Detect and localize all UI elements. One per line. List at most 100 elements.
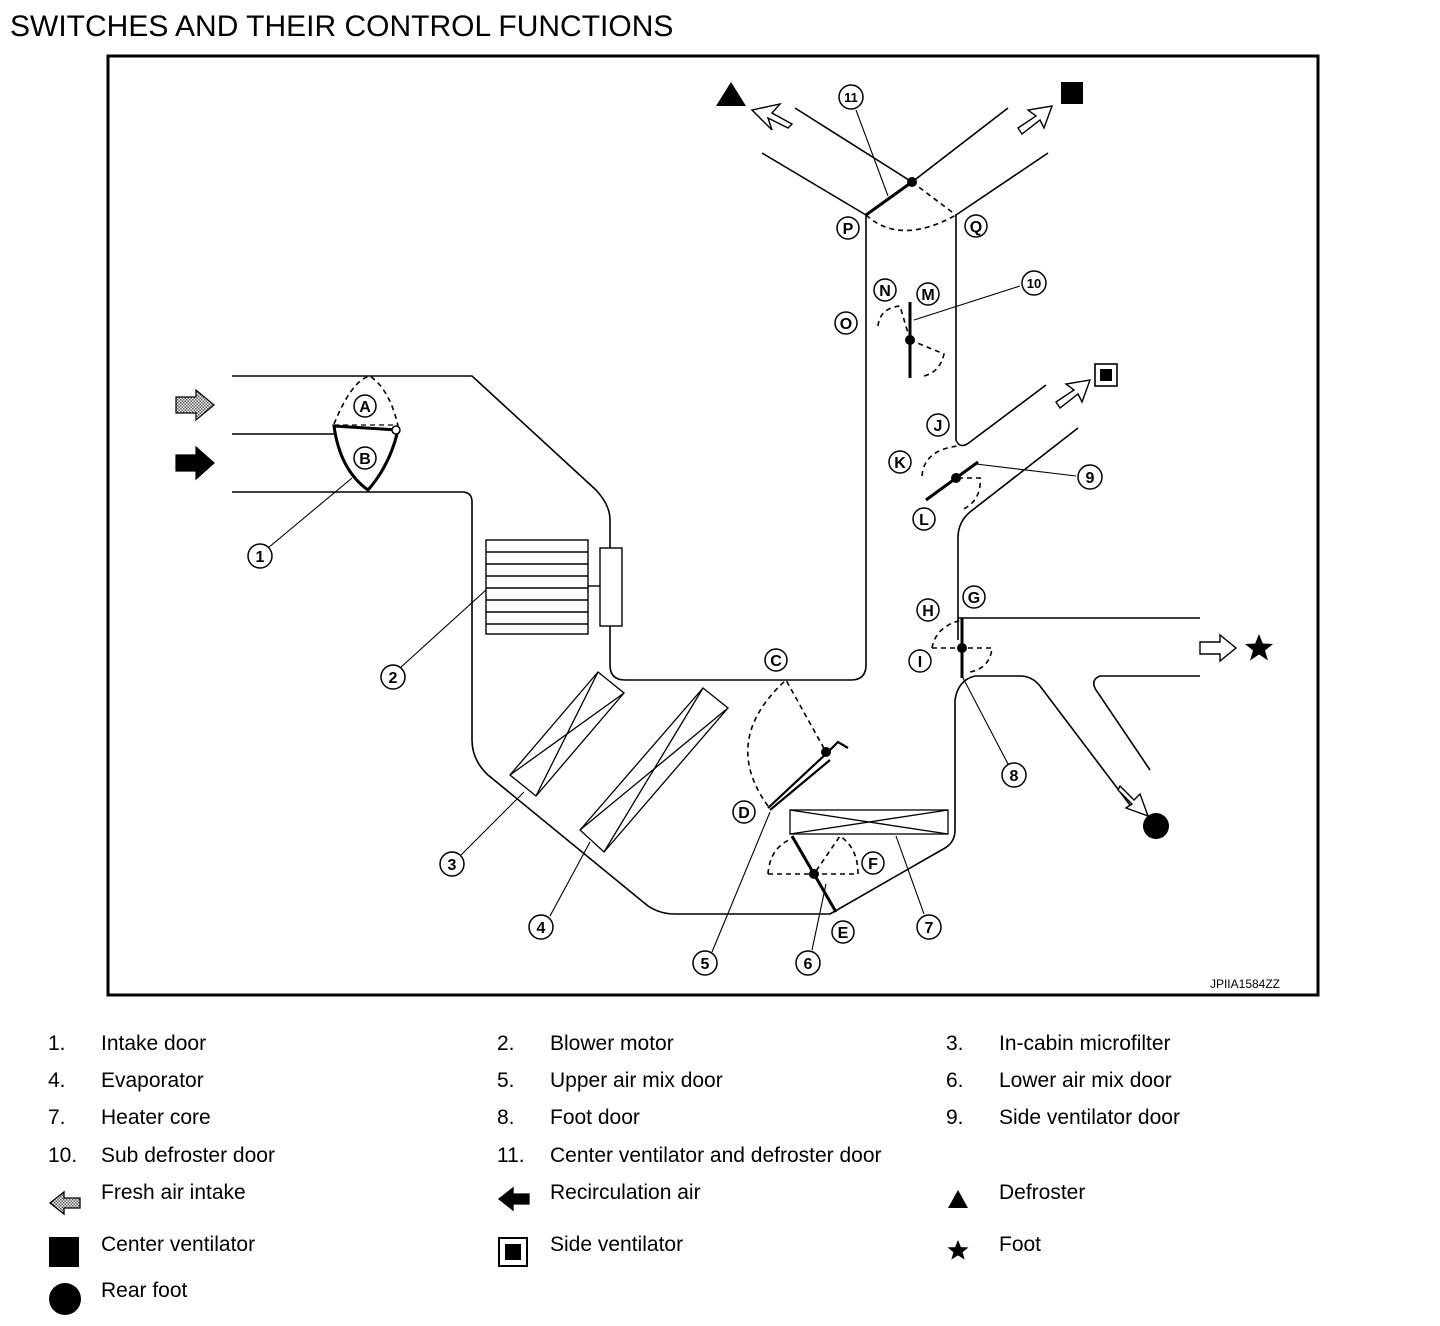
callout-9: 9 (1077, 464, 1103, 490)
page-title: SWITCHES AND THEIR CONTROL FUNCTIONS (10, 10, 674, 43)
intake-door (332, 375, 401, 493)
svg-text:I: I (918, 654, 922, 671)
door-position-p: P (836, 216, 860, 240)
legend-symbol-label: Defroster (999, 1181, 1086, 1204)
legend-symbol-label: Foot (999, 1233, 1042, 1256)
legend-label: Upper air mix door (550, 1069, 723, 1092)
door-position-n: N (873, 278, 897, 302)
callout-8: 8 (1001, 762, 1027, 788)
circle-icon (49, 1283, 81, 1315)
svg-text:B: B (359, 451, 371, 468)
svg-text:G: G (968, 590, 980, 607)
legend-label: Side ventilator door (999, 1106, 1180, 1129)
in-cabin-microfilter (509, 671, 625, 797)
center-vent-outlet-arrow (1017, 105, 1054, 136)
center-vent-upper-wall (955, 152, 1049, 216)
svg-text:9: 9 (1086, 470, 1095, 487)
legend-num: 11. (497, 1144, 525, 1167)
door-position-h: H (916, 598, 940, 622)
legend-symbol-label: Recirculation air (550, 1181, 701, 1204)
svg-text:J: J (934, 418, 943, 435)
legend-symbol-label: Fresh air intake (101, 1181, 246, 1204)
center-vent-defroster-door (865, 177, 957, 232)
legend-num: 10. (48, 1144, 78, 1167)
legend-label: Evaporator (101, 1069, 204, 1092)
callout-5: 5 (692, 950, 718, 976)
intake-duct-bottom-wall (232, 491, 830, 915)
triangle-icon (948, 1190, 968, 1208)
figure-code: JPIIA1584ZZ (1210, 977, 1280, 991)
rear-foot-circle-icon (1143, 813, 1169, 839)
svg-text:F: F (868, 856, 878, 873)
svg-text:K: K (894, 455, 906, 472)
door-position-o: O (834, 311, 858, 335)
legend-label: Blower motor (550, 1032, 674, 1055)
legend-label: Sub defroster door (101, 1144, 275, 1167)
foot-duct-bottom-wall (1092, 675, 1200, 771)
heater-core (789, 809, 949, 835)
svg-text:O: O (840, 316, 852, 333)
foot-star-icon (1245, 634, 1273, 661)
legend-num: 8. (497, 1106, 515, 1129)
heater-duct-right-wall (829, 675, 1131, 915)
recirculation-air-icon (497, 1186, 530, 1212)
door-position-m: M (916, 282, 940, 306)
recirculation-air-arrow (175, 445, 215, 481)
legend-label: Lower air mix door (999, 1069, 1172, 1092)
star-icon (947, 1240, 969, 1260)
svg-text:N: N (879, 283, 891, 300)
boxed-square-icon (498, 1237, 528, 1267)
door-position-a: A (353, 394, 377, 418)
door-position-g: G (962, 585, 986, 609)
legend-label: In-cabin microfilter (999, 1032, 1171, 1055)
legend-num: 5. (497, 1069, 515, 1092)
side-vent-outlet-arrow (1055, 379, 1092, 410)
legend-num: 2. (497, 1032, 515, 1055)
center-vent-lower-wall (955, 215, 1047, 447)
svg-text:3: 3 (448, 857, 457, 874)
svg-text:H: H (922, 603, 934, 620)
callout-10: 10 (1021, 270, 1047, 296)
diagram-frame (106, 54, 1320, 997)
callout-1: 1 (247, 543, 273, 569)
door-position-j: J (926, 413, 950, 437)
legend-num: 1. (48, 1032, 66, 1055)
callout-4: 4 (528, 914, 554, 940)
svg-text:2: 2 (389, 670, 398, 687)
svg-text:M: M (921, 287, 934, 304)
square-icon (49, 1237, 79, 1267)
svg-text:5: 5 (701, 956, 710, 973)
foot-door (931, 618, 993, 678)
door-position-f: F (861, 851, 885, 875)
legend-symbol-label: Side ventilator (550, 1233, 684, 1256)
door-position-b: B (353, 446, 377, 470)
center-vent-square-icon (1061, 82, 1083, 104)
legend-num: 9. (946, 1106, 964, 1129)
legend-label: Heater core (101, 1106, 211, 1129)
legend-num: 6. (946, 1069, 964, 1092)
svg-text:6: 6 (804, 956, 813, 973)
callout-11: 11 (838, 84, 864, 110)
svg-text:D: D (738, 805, 750, 822)
legend-label: Foot door (550, 1106, 640, 1129)
upper-air-mix-door (747, 678, 849, 811)
legend-symbol-label: Rear foot (101, 1279, 188, 1302)
door-position-i: I (908, 649, 932, 673)
svg-text:P: P (843, 221, 854, 238)
svg-text:Q: Q (970, 219, 982, 236)
svg-text:4: 4 (537, 920, 546, 937)
door-position-e: E (831, 920, 855, 944)
legend-num: 4. (48, 1069, 66, 1092)
defroster-outlet-arrow (750, 102, 794, 131)
door-position-c: C (764, 648, 788, 672)
svg-text:10: 10 (1027, 276, 1041, 291)
svg-text:C: C (770, 653, 782, 670)
svg-text:L: L (919, 512, 929, 529)
blower-motor (485, 539, 623, 635)
fresh-air-intake-icon (48, 1190, 81, 1216)
svg-text:A: A (359, 399, 371, 416)
side-vent-lower-wall (957, 427, 1079, 640)
callout-3: 3 (439, 851, 465, 877)
door-position-q: Q (964, 214, 988, 238)
defroster-outlet-wall (761, 152, 867, 216)
